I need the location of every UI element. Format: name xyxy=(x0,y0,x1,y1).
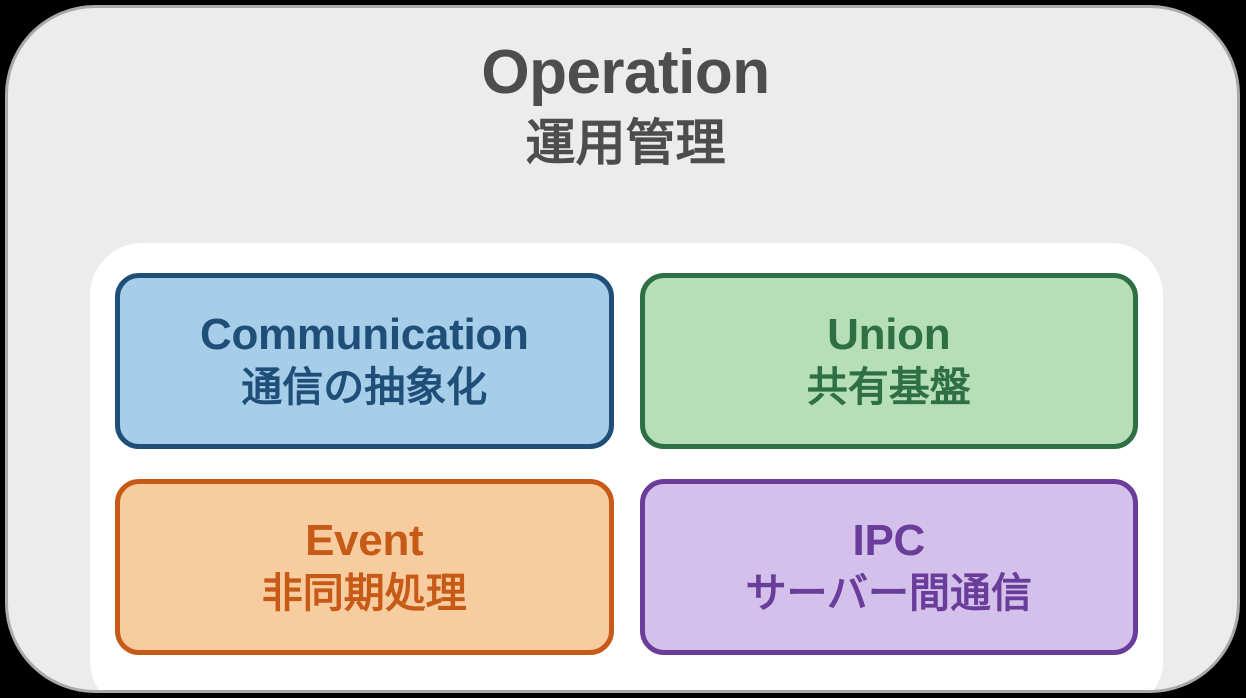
module-description: 通信の抽象化 xyxy=(241,363,488,410)
module-title: Communication xyxy=(199,310,529,360)
module-title: IPC xyxy=(852,516,926,566)
module-card-communication[interactable]: Communication 通信の抽象化 xyxy=(115,273,614,449)
group-subtitle: 運用管理 xyxy=(525,114,726,171)
module-title: Event xyxy=(305,516,424,566)
operation-group-card: Operation 運用管理 Communication 通信の抽象化 Unio… xyxy=(5,5,1240,693)
module-description: 共有基盤 xyxy=(806,363,971,410)
module-card-union[interactable]: Union 共有基盤 xyxy=(639,273,1138,449)
module-card-event[interactable]: Event 非同期処理 xyxy=(115,479,614,655)
modules-grid: Communication 通信の抽象化 Union 共有基盤 Event 非同… xyxy=(115,273,1138,655)
group-title: Operation xyxy=(481,38,770,107)
module-title: Union xyxy=(827,310,951,360)
group-header: Operation 運用管理 xyxy=(8,38,1237,172)
module-description: サーバー間通信 xyxy=(745,569,1033,616)
modules-panel: Communication 通信の抽象化 Union 共有基盤 Event 非同… xyxy=(90,243,1163,690)
module-card-ipc[interactable]: IPC サーバー間通信 xyxy=(639,479,1138,655)
module-description: 非同期処理 xyxy=(261,569,467,616)
